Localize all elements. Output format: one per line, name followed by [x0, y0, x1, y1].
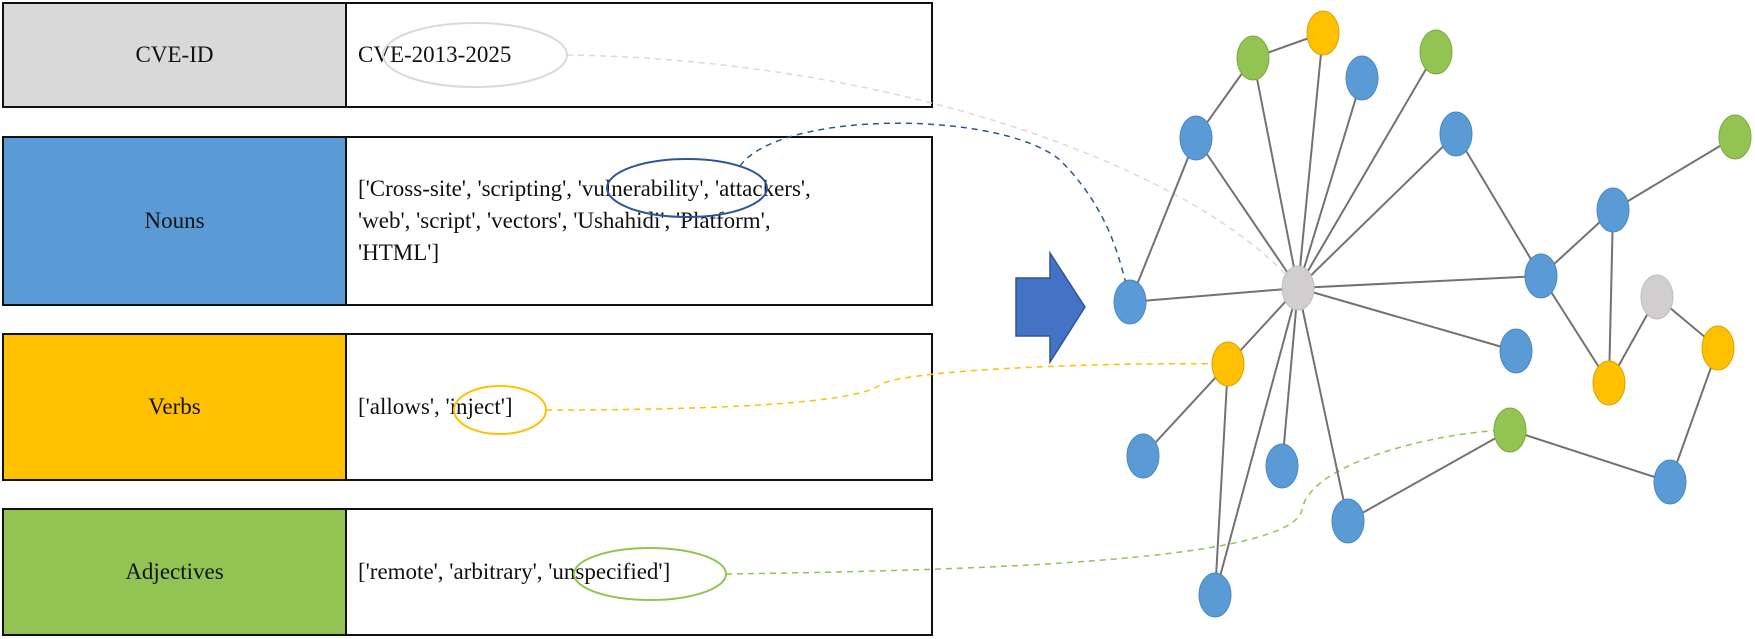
row-value-verbs: ['allows', 'inject']	[358, 394, 513, 419]
graph-node-gray	[1281, 265, 1315, 311]
graph-node-yellow	[1306, 10, 1340, 56]
row-label-adjectives: Adjectives	[4, 510, 347, 634]
graph-edge	[1214, 363, 1229, 596]
graph-node-blue	[1653, 459, 1687, 505]
graph-node-blue	[1596, 187, 1630, 233]
highlight-inject	[453, 385, 547, 435]
graph-node-blue	[1265, 443, 1299, 489]
graph-edge	[1252, 57, 1299, 289]
graph-node-blue	[1331, 498, 1365, 544]
graph-node-green	[1718, 114, 1752, 160]
graph-node-blue	[1126, 433, 1160, 479]
graph-node-blue	[1179, 115, 1213, 161]
row-verbs: Verbs ['allows', 'inject']	[2, 333, 933, 481]
graph-edges	[1129, 32, 1736, 596]
graph-node-green	[1493, 407, 1527, 453]
connector-cve-id	[566, 54, 1299, 289]
graph-node-yellow	[1592, 360, 1626, 406]
graph-edge	[1540, 275, 1610, 384]
graph-edge	[1195, 137, 1299, 289]
graph-node-green	[1419, 29, 1453, 75]
graph-node-blue	[1439, 111, 1473, 157]
graph-node-yellow	[1701, 325, 1735, 371]
right-arrow-icon	[1015, 250, 1086, 365]
graph-edge	[1612, 136, 1736, 211]
graph-edge	[1297, 287, 1349, 522]
graph-edge	[1129, 137, 1197, 303]
graph-node-blue	[1113, 279, 1147, 325]
graph-node-gray	[1640, 274, 1674, 320]
graph-nodes	[1113, 10, 1752, 618]
row-adjectives: Adjectives ['remote', 'arbitrary', 'unsp…	[2, 508, 933, 636]
row-label-cve-id: CVE-ID	[4, 4, 347, 106]
graph-edge	[1297, 287, 1517, 352]
graph-node-blue	[1524, 253, 1558, 299]
graph-node-blue	[1345, 55, 1379, 101]
graph-edge	[1455, 133, 1542, 277]
graph-edge	[1669, 347, 1719, 483]
row-cve-id: CVE-ID CVE-2013-2025	[2, 2, 933, 108]
graph-node-blue	[1499, 328, 1533, 374]
graph-edge	[1509, 429, 1671, 483]
graph-edge	[1297, 32, 1324, 289]
graph-edge	[1281, 287, 1299, 467]
highlight-cve-id	[382, 22, 568, 88]
row-value-nouns: ['Cross-site', 'scripting', 'vulnerabili…	[358, 176, 811, 265]
row-value-adjectives: ['remote', 'arbitrary', 'unspecified']	[358, 559, 671, 584]
graph-node-yellow	[1211, 341, 1245, 387]
row-label-nouns: Nouns	[4, 138, 347, 304]
graph-edge	[1297, 133, 1457, 289]
graph-edge	[1297, 77, 1363, 289]
connector-inject	[545, 362, 1228, 411]
connector-vulnerability	[739, 122, 1131, 301]
graph-edge	[1608, 209, 1614, 384]
graph-edge	[1142, 363, 1229, 457]
connector-unspecified	[725, 429, 1513, 575]
graph-node-green	[1236, 35, 1270, 81]
graph-node-blue	[1198, 572, 1232, 618]
graph-edge	[1129, 287, 1299, 303]
highlight-vulnerability	[606, 158, 768, 218]
row-nouns: Nouns ['Cross-site', 'scripting', 'vulne…	[2, 136, 933, 306]
graph-edge	[1297, 275, 1542, 289]
highlight-unspecified	[573, 547, 727, 601]
row-label-verbs: Verbs	[4, 335, 347, 479]
graph-edge	[1214, 287, 1299, 596]
graph-edge	[1347, 429, 1511, 522]
graph-edge	[1297, 51, 1437, 289]
